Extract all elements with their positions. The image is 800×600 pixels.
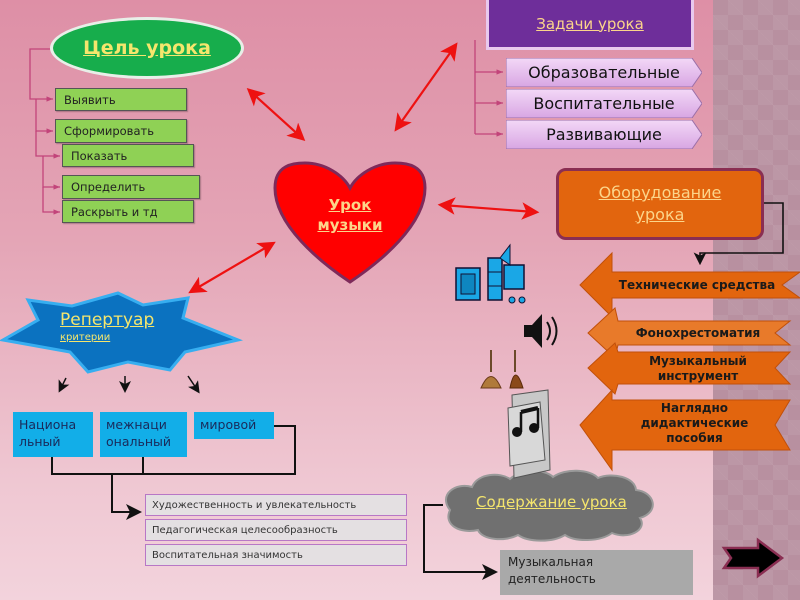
repertoire-star-shape bbox=[0, 291, 244, 374]
red-arrows bbox=[188, 42, 540, 294]
tasks-title-text: Задачи урока bbox=[536, 14, 644, 33]
repertoire-type: межнаци ональный bbox=[100, 412, 187, 457]
heart-shape bbox=[273, 161, 427, 284]
repertoire-title[interactable]: Репертуар критерии bbox=[60, 310, 155, 343]
arrow-heart-repertoire bbox=[188, 241, 276, 294]
content-item: Музыкальная деятельность bbox=[500, 550, 693, 595]
goal-item: Выявить bbox=[55, 88, 187, 111]
equipment-title[interactable]: Оборудование урока bbox=[556, 168, 764, 240]
goal-title[interactable]: Цель урока bbox=[50, 17, 244, 79]
goal-item: Раскрыть и тд bbox=[62, 200, 194, 223]
arrow-heart-tasks bbox=[394, 42, 458, 132]
speaker-icon bbox=[524, 314, 558, 348]
equipment-item: Музыкальный инструмент bbox=[649, 354, 747, 383]
equipment-item: Фонохрестоматия bbox=[635, 326, 761, 340]
goal-item: Показать bbox=[62, 144, 194, 167]
criterion-item: Педагогическая целесообразность bbox=[145, 519, 407, 541]
criterion-item: Воспитательная значимость bbox=[145, 544, 407, 566]
decorative-side-strip bbox=[713, 0, 800, 600]
goal-connectors bbox=[29, 48, 60, 215]
equipment-arrows bbox=[579, 251, 800, 472]
center-lesson-label[interactable]: Урок музыки bbox=[317, 196, 383, 234]
content-connector bbox=[423, 504, 498, 580]
arrow-heart-goal bbox=[246, 88, 306, 141]
equipment-item: Наглядно дидактические пособия bbox=[640, 401, 749, 445]
repertoire-connectors bbox=[51, 425, 296, 520]
goal-item: Определить bbox=[62, 175, 200, 199]
repertoire-type-arrows bbox=[58, 375, 200, 394]
task-item: Образовательные bbox=[506, 58, 702, 87]
next-slide-button[interactable] bbox=[722, 538, 786, 578]
next-arrow-shape bbox=[721, 537, 785, 579]
criterion-item: Художественность и увлекательность bbox=[145, 494, 407, 516]
equipment-connector bbox=[693, 202, 784, 266]
goal-item: Сформировать bbox=[55, 119, 187, 143]
repertoire-type: Национа льный bbox=[13, 412, 93, 457]
arrow-heart-equipment bbox=[437, 197, 540, 220]
task-item: Развивающие bbox=[506, 120, 702, 149]
tasks-connectors bbox=[474, 40, 503, 137]
computer-media-icon bbox=[455, 243, 526, 304]
task-item: Воспитательные bbox=[506, 89, 702, 118]
content-title[interactable]: Содержание урока bbox=[476, 493, 627, 511]
equipment-item: Технические средства bbox=[618, 278, 776, 292]
goal-title-text: Цель урока bbox=[83, 37, 211, 59]
music-note-sheets-icon bbox=[507, 389, 551, 479]
tasks-title[interactable]: Задачи урока bbox=[486, 0, 694, 50]
repertoire-type: мировой bbox=[194, 412, 274, 439]
balalaika-icon bbox=[480, 350, 524, 389]
content-cloud-shape bbox=[444, 469, 654, 542]
